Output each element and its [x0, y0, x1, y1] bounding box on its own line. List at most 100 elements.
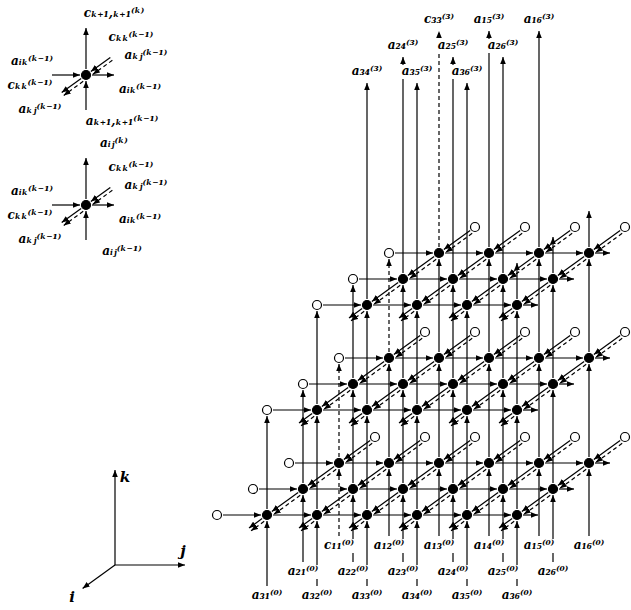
layer-arrow [388, 364, 389, 457]
lattice-lines [52, 28, 622, 588]
pivot-arrow [446, 338, 472, 357]
source-node [263, 406, 272, 415]
column-arrow [594, 336, 620, 355]
pivot-arrow [524, 285, 550, 304]
axis-label: k [119, 469, 131, 486]
internal-cell [485, 249, 494, 258]
row-arrow [545, 252, 583, 253]
internal-cell [413, 301, 422, 310]
row-arrow [395, 357, 433, 358]
output-arrow [416, 83, 417, 299]
matrix-element-label: cₖₖ⁽ᵏ⁻¹⁾ [108, 31, 155, 45]
matrix-element-label: c₁₁⁽⁰⁾ [323, 539, 355, 553]
layer-arrow [416, 311, 417, 404]
row-arrow [345, 462, 383, 463]
pivot-arrow [424, 390, 450, 409]
row-arrow [309, 488, 347, 489]
row-arrow [323, 514, 361, 515]
glyph-arrow [93, 60, 112, 74]
row-arrow [459, 383, 497, 384]
pivot-arrow [374, 390, 400, 409]
matrix-element-label: a₁₆⁽⁰⁾ [573, 539, 606, 553]
pivot-arrow [274, 495, 300, 514]
row-arrow [509, 278, 547, 279]
column-arrow [508, 257, 534, 276]
pivot-arrow [474, 390, 500, 409]
output-arrow [488, 31, 489, 247]
source-node [335, 354, 344, 363]
row-arrow [373, 409, 411, 410]
layer-arrow [402, 285, 403, 378]
column-arrow [322, 388, 348, 407]
column-arrow [449, 414, 462, 423]
row-arrow [559, 383, 574, 384]
pivot-arrow [324, 390, 350, 409]
output-arrow [466, 83, 467, 299]
internal-cell [535, 249, 544, 258]
column-arrow [499, 519, 512, 528]
input-arrow [388, 469, 389, 536]
input-arrow [338, 469, 339, 536]
layer-arrow [466, 416, 467, 509]
matrix-element-label: a₂₂⁽⁰⁾ [337, 565, 370, 579]
column-arrow [522, 388, 548, 407]
pivot-arrow [424, 495, 450, 514]
column-arrow [458, 362, 484, 381]
column-arrow [558, 467, 584, 486]
pivot-arrow [524, 495, 550, 514]
internal-cell [499, 275, 508, 284]
pivot-arrow [596, 233, 622, 252]
pivot-arrow [596, 338, 622, 357]
boundary-cell-glyph [82, 71, 91, 80]
pivot-arrow [410, 469, 436, 488]
pivot-arrow [496, 443, 522, 462]
matrix-element-label: a₂₁⁽⁰⁾ [287, 565, 320, 579]
pivot-arrow [460, 469, 486, 488]
internal-cell [485, 459, 494, 468]
axis-arrow [115, 564, 185, 565]
column-arrow [458, 467, 484, 486]
internal-cell [399, 485, 408, 494]
layer-arrow [516, 416, 517, 509]
internal-cell [413, 406, 422, 415]
column-arrow [544, 231, 570, 250]
internal-cell [513, 511, 522, 520]
source-node [349, 275, 358, 284]
glyph-arrow [93, 190, 112, 204]
internal-cell [399, 380, 408, 389]
layer-arrow [438, 259, 439, 352]
matrix-element-label: a₃₄⁽⁰⁾ [401, 589, 434, 603]
internal-cell [585, 249, 594, 258]
column-arrow [422, 283, 448, 302]
matrix-element-label: a₂₄⁽⁰⁾ [437, 565, 470, 579]
source-node [521, 328, 530, 337]
source-node [471, 328, 480, 337]
layer-arrow [302, 390, 303, 483]
matrix-element-label: a₃₆⁽³⁾ [451, 65, 484, 79]
matrix-element-label: a₃₃⁽⁰⁾ [351, 589, 384, 603]
layer-arrow [452, 390, 453, 483]
row-arrow [523, 304, 538, 305]
row-arrow [509, 383, 547, 384]
column-arrow [408, 362, 434, 381]
column-arrow [472, 283, 498, 302]
pivot-arrow [546, 233, 572, 252]
row-arrow [445, 462, 483, 463]
matrix-element-label: aₖ₊₁,ₖ₊₁⁽ᵏ⁻¹⁾ [85, 115, 160, 129]
glyph-arrow [85, 81, 86, 110]
column-arrow [272, 493, 298, 512]
column-arrow [308, 467, 334, 486]
layer-arrow [352, 285, 353, 378]
column-arrow [372, 283, 398, 302]
row-arrow [273, 409, 311, 410]
column-arrow [522, 283, 548, 302]
matrix-element-label: a₂₅⁽³⁾ [437, 39, 470, 53]
pivot-arrow [474, 285, 500, 304]
row-arrow [423, 304, 461, 305]
input-arrow [588, 469, 589, 536]
internal-cell [499, 485, 508, 494]
source-node [571, 328, 580, 337]
layer-arrow [502, 285, 503, 378]
source-node [621, 328, 630, 337]
row-arrow [473, 304, 511, 305]
